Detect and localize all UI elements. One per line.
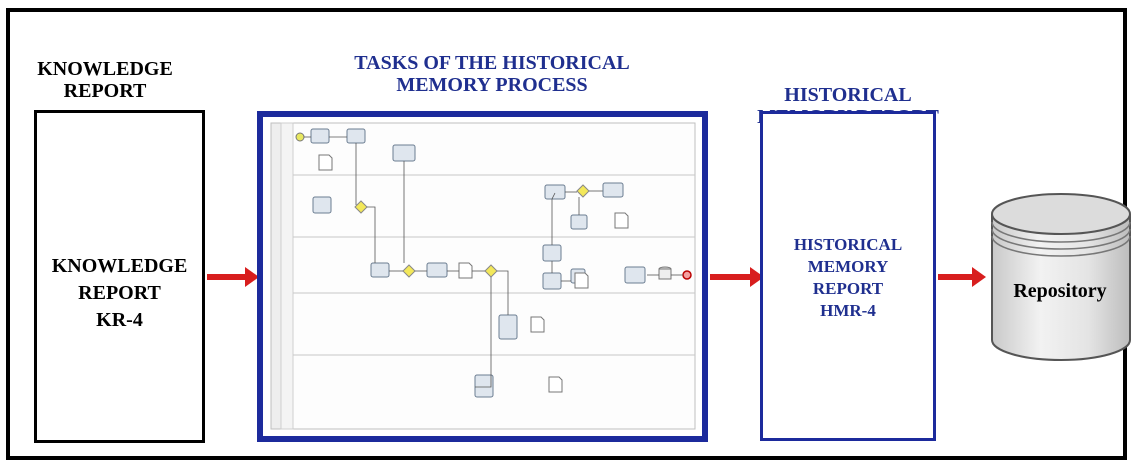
knowledge-report-title-line1: KNOWLEDGE <box>37 58 173 80</box>
historical-memory-report-box-line1: HISTORICAL <box>793 235 903 254</box>
repository-label: Repository <box>1013 280 1107 302</box>
knowledge-report-box-line2: REPORT <box>78 282 161 304</box>
tasks-title: TASKS OF THE HISTORICAL MEMORY PROCESS <box>262 52 722 96</box>
historical-memory-report-box-line2: MEMORY <box>807 257 889 276</box>
knowledge-report-title-line2: REPORT <box>63 80 147 102</box>
historical-memory-report-box-text: HISTORICAL MEMORY REPORT HMR-4 <box>763 234 933 322</box>
arrow-report-to-repository <box>938 267 986 287</box>
repository-icon <box>991 193 1131 361</box>
knowledge-report-box-text: KNOWLEDGE REPORT KR-4 <box>37 253 202 334</box>
process-diagram-box <box>257 111 708 442</box>
tasks-title-line2: MEMORY PROCESS <box>396 74 588 96</box>
bpmn-process-thumbnail <box>270 122 696 430</box>
historical-memory-report-box: HISTORICAL MEMORY REPORT HMR-4 <box>760 111 936 441</box>
arrow-knowledge-to-process <box>207 267 259 287</box>
arrow-process-to-report <box>710 267 764 287</box>
historical-memory-report-box-line3: REPORT <box>812 279 884 298</box>
historical-memory-report-title-line1: HISTORICAL <box>784 84 912 106</box>
knowledge-report-box-line1: KNOWLEDGE <box>51 255 188 277</box>
historical-memory-report-box-line4: HMR-4 <box>820 301 876 320</box>
knowledge-report-box-line3: KR-4 <box>96 309 143 331</box>
knowledge-report-title: KNOWLEDGE REPORT <box>20 58 190 102</box>
tasks-title-line1: TASKS OF THE HISTORICAL <box>354 52 630 74</box>
knowledge-report-box: KNOWLEDGE REPORT KR-4 <box>34 110 205 443</box>
